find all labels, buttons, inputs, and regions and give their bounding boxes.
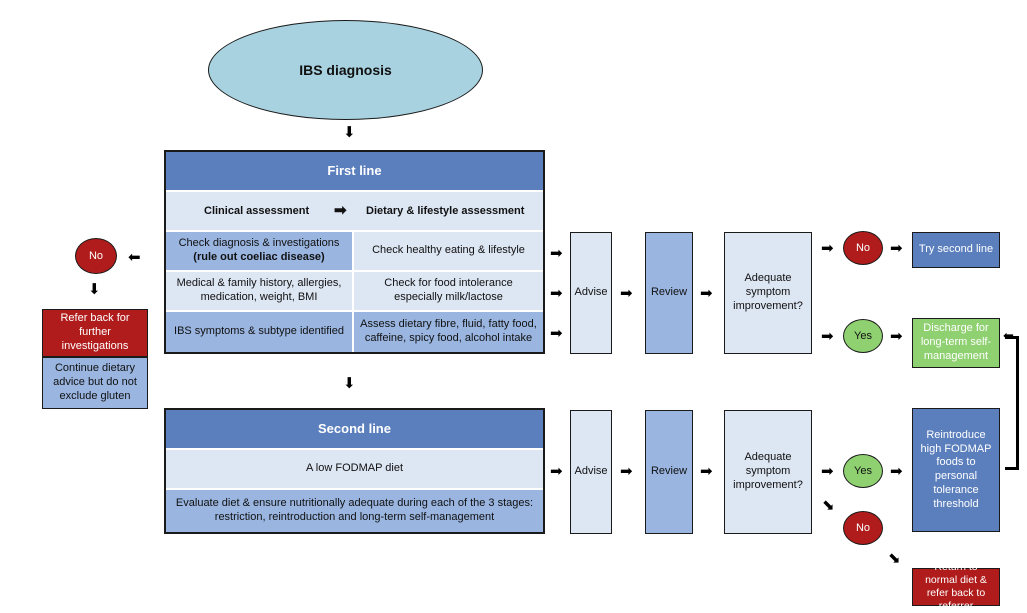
assess-dietary-fibre-cell: Assess dietary fibre, fluid, fatty food,… xyxy=(354,312,543,352)
ibs-diagnosis-label: IBS diagnosis xyxy=(299,62,392,78)
arrow-right-icon: ➡ xyxy=(821,463,834,480)
reintroduce-fodmap-box: Reintroduce high FODMAP foods to persona… xyxy=(912,408,1000,532)
left-no-node: No xyxy=(75,238,117,274)
second-adequate-question-box: Adequate symptom improvement? xyxy=(724,410,812,534)
food-intolerance-cell: Check for food intolerance especially mi… xyxy=(354,272,543,310)
first-adequate-question-box: Adequate symptom improvement? xyxy=(724,232,812,354)
arrow-down-icon: ⬇ xyxy=(343,124,356,141)
arrow-left-icon: ⬅ xyxy=(128,249,141,266)
arrow-right-icon: ➡ xyxy=(890,328,903,345)
arrow-right-icon: ➡ xyxy=(821,328,834,345)
medical-history-cell: Medical & family history, allergies, med… xyxy=(166,272,352,310)
arrow-right-icon: ➡ xyxy=(620,463,633,480)
return-normal-diet-box: Return to normal diet & refer back to re… xyxy=(912,561,1000,612)
arrow-right-icon: ➡ xyxy=(550,463,563,480)
arrow-left-icon: ⬅ xyxy=(1003,328,1014,343)
refer-further-investigations-box: Refer back for further investigations xyxy=(42,309,148,357)
second-yes-node: Yes xyxy=(843,454,883,488)
arrow-right-icon: ➡ xyxy=(700,463,713,480)
discharge-self-management-box: Discharge for long-term self-management xyxy=(912,318,1000,368)
second-line-frame xyxy=(164,408,545,534)
arrow-right-icon: ➡ xyxy=(550,245,563,262)
arrow-down-icon: ⬇ xyxy=(343,375,356,392)
arrow-right-icon: ➡ xyxy=(550,285,563,302)
arrow-right-icon: ➡ xyxy=(550,325,563,342)
arrow-right-icon: ➡ xyxy=(890,463,903,480)
arrow-down-right-icon: ⬊ xyxy=(822,497,835,514)
check-diagnosis-cell: Check diagnosis & investigations (rule o… xyxy=(166,232,352,270)
second-review-box: Review xyxy=(645,410,693,534)
check-healthy-eating-cell: Check healthy eating & lifestyle xyxy=(354,232,543,270)
continue-dietary-advice-box: Continue dietary advice but do not exclu… xyxy=(42,357,148,409)
first-line-frame xyxy=(164,150,545,354)
try-second-line-box: Try second line xyxy=(912,232,1000,268)
arrow-right-icon: ➡ xyxy=(700,285,713,302)
first-no-node: No xyxy=(843,231,883,265)
low-fodmap-diet-cell: A low FODMAP diet xyxy=(166,450,543,488)
second-no-node: No xyxy=(843,511,883,545)
ibs-symptoms-cell: IBS symptoms & subtype identified xyxy=(166,312,352,352)
arrow-down-right-icon: ⬊ xyxy=(888,550,901,567)
ibs-diagnosis-node: IBS diagnosis xyxy=(208,20,483,120)
first-line-header: First line xyxy=(166,152,543,190)
dietary-assessment-heading: Dietary & lifestyle assessment xyxy=(366,205,525,217)
first-yes-node: Yes xyxy=(843,319,883,353)
first-review-box: Review xyxy=(645,232,693,354)
clinical-assessment-heading: Clinical assessment xyxy=(204,205,310,217)
first-advise-box: Advise xyxy=(570,232,612,354)
arrow-right-icon: ➡ xyxy=(620,285,633,302)
arrow-right-icon: ➡ xyxy=(821,240,834,257)
second-line-header: Second line xyxy=(166,410,543,448)
second-advise-box: Advise xyxy=(570,410,612,534)
arrow-right-icon: ➡ xyxy=(334,202,347,219)
assessment-headings: Clinical assessment ➡ Dietary & lifestyl… xyxy=(166,192,543,230)
arrow-right-icon: ➡ xyxy=(890,240,903,257)
arrow-down-icon: ⬇ xyxy=(88,281,101,298)
evaluate-diet-cell: Evaluate diet & ensure nutritionally ade… xyxy=(166,490,543,532)
connector-bracket xyxy=(1005,336,1019,470)
